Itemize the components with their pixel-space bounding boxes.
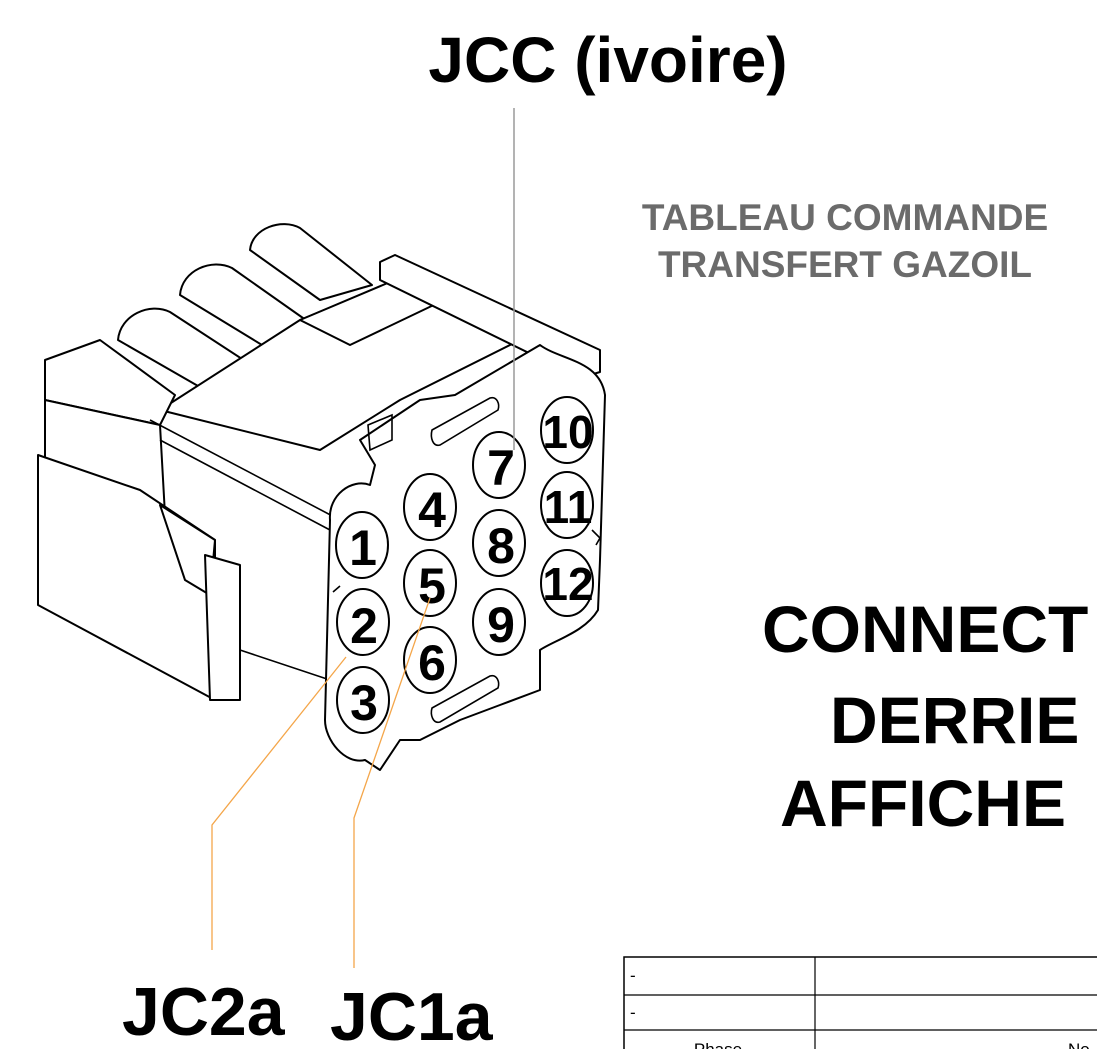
pin-numbers: 1 2 3 4 5 6 7 8 9 10 11 12 xyxy=(349,406,593,731)
pin-label: 3 xyxy=(350,675,378,731)
pin-label: 5 xyxy=(418,558,446,614)
pin-label: 2 xyxy=(350,598,378,654)
title-line3: AFFICHE xyxy=(780,766,1066,840)
pin-label: 6 xyxy=(418,635,446,691)
key-mark xyxy=(332,585,341,593)
pin-label: 11 xyxy=(544,481,593,533)
panel-label-line2: TRANSFERT GAZOIL xyxy=(658,244,1032,285)
table-cell: - xyxy=(630,966,636,985)
pin-label: 7 xyxy=(487,440,515,496)
leader-jc1a xyxy=(353,597,431,968)
connector-label-jcc: JCC (ivoire) xyxy=(428,24,787,96)
connector-label-jc2a: JC2a xyxy=(122,974,286,1049)
table-cell: - xyxy=(630,1003,636,1022)
title-block-table: - - Phase No xyxy=(623,956,1097,1049)
title-line2: DERRIE xyxy=(830,683,1079,757)
connector-label-jc1a: JC1a xyxy=(330,979,494,1049)
pin-label: 9 xyxy=(487,597,515,653)
leader-jc2a xyxy=(211,656,347,950)
panel-label-line1: TABLEAU COMMANDE xyxy=(642,197,1048,238)
pin-label: 10 xyxy=(542,406,593,458)
title-line1: CONNECT xyxy=(762,592,1088,666)
connector-housing xyxy=(37,223,606,771)
table-cell: Phase xyxy=(694,1040,742,1049)
pin-label: 12 xyxy=(542,558,593,610)
key-mark xyxy=(591,529,601,546)
pin-label: 4 xyxy=(418,482,446,538)
table-cell: No xyxy=(1068,1040,1090,1049)
pin-label: 8 xyxy=(487,518,515,574)
pin-label: 1 xyxy=(349,520,377,576)
pin-cavities xyxy=(335,396,594,734)
